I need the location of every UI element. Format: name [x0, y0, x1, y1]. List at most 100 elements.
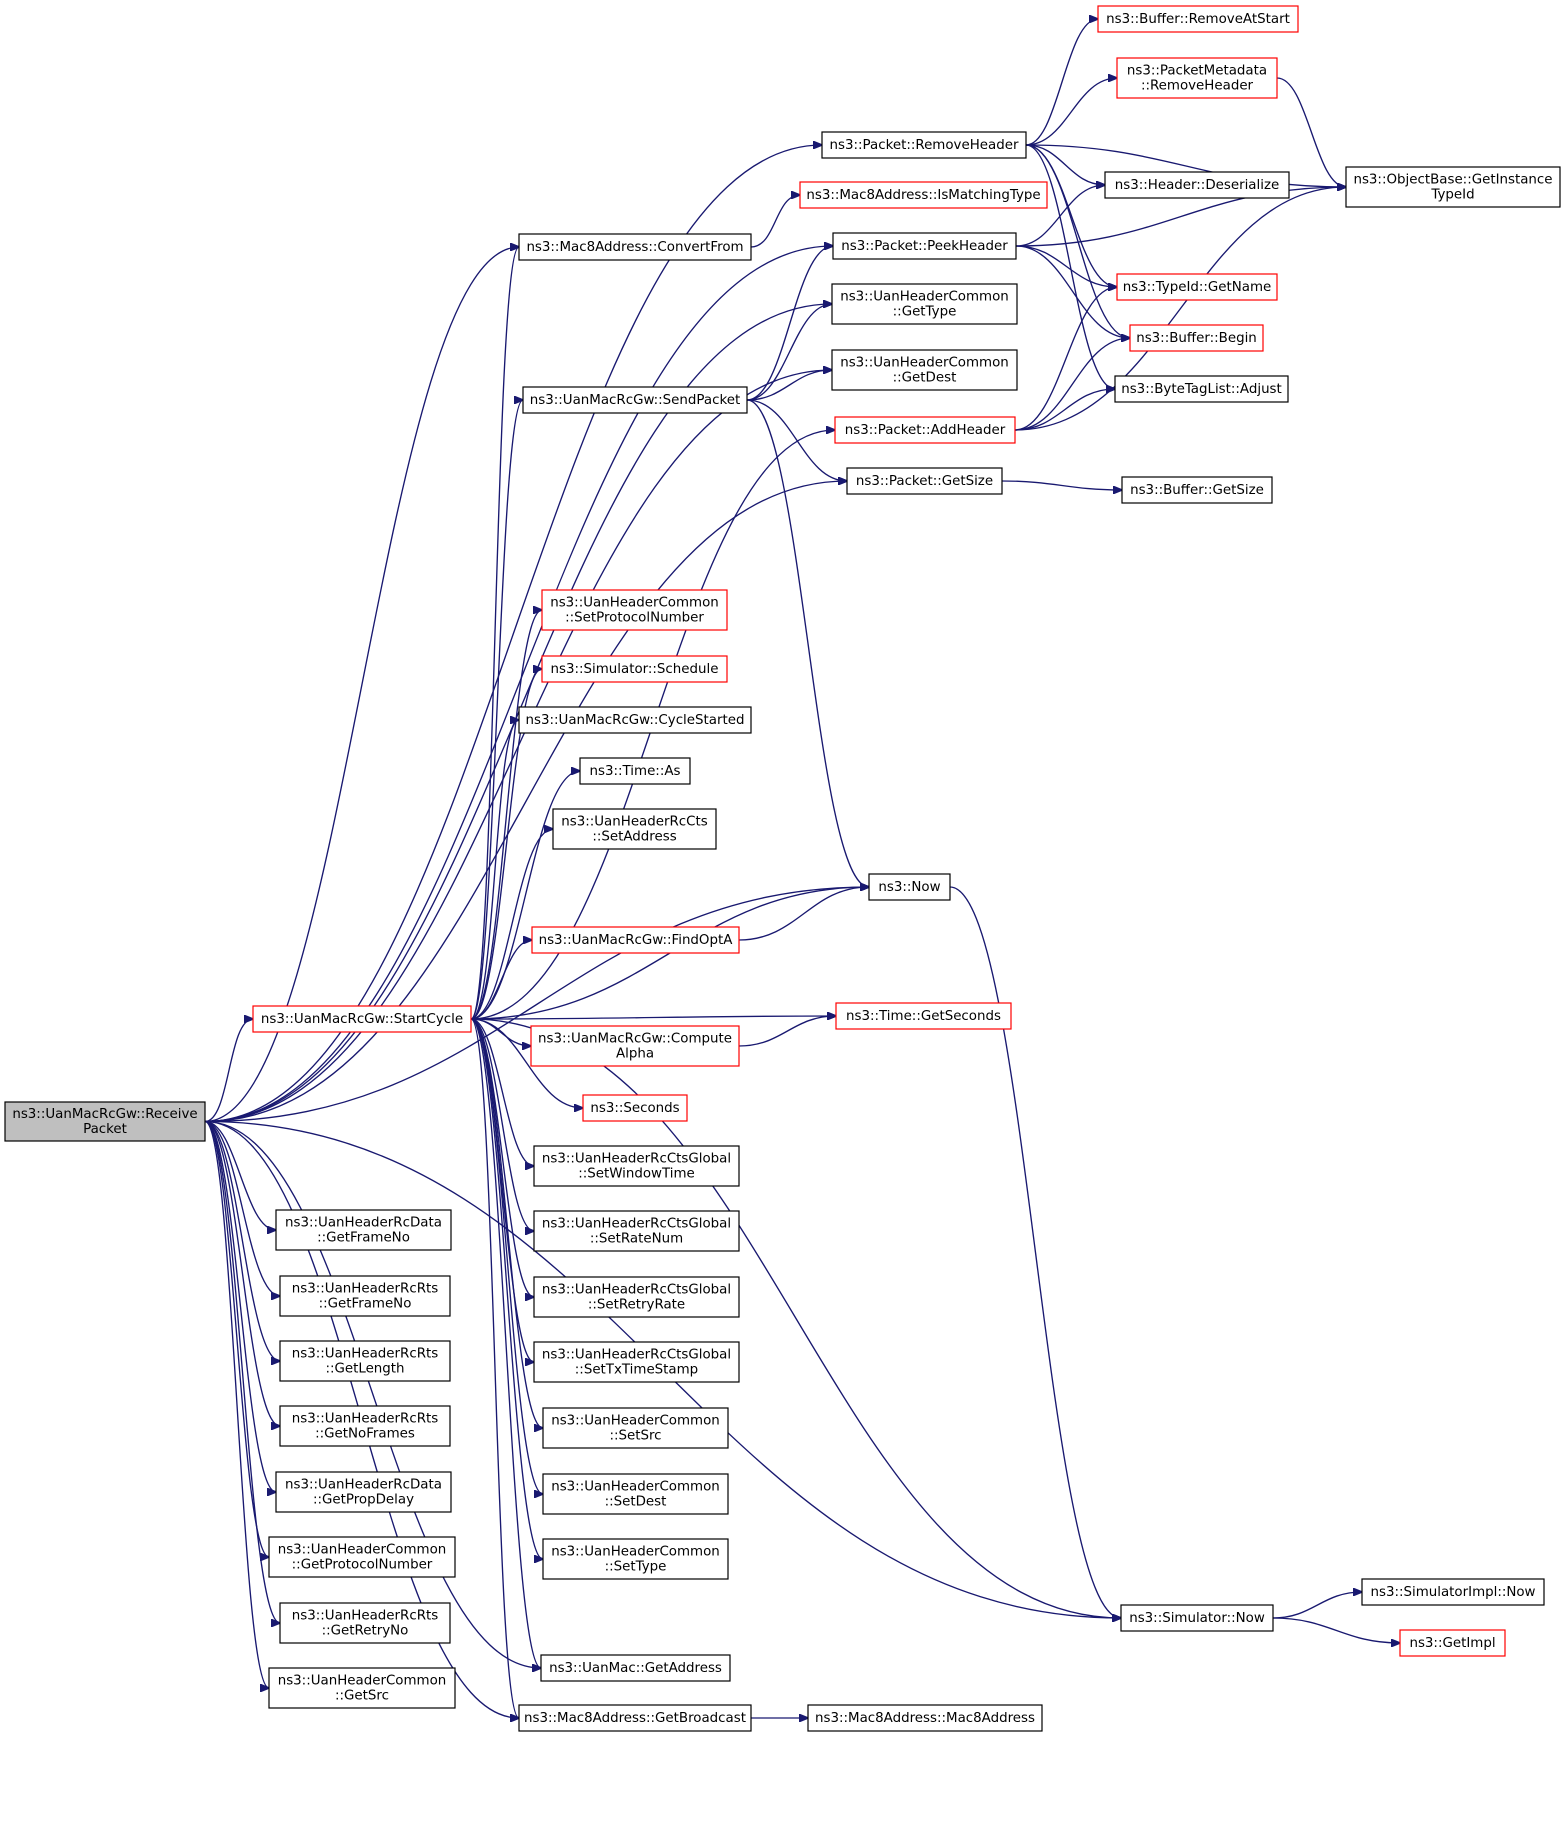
node-ns3-now[interactable]: ns3::Now — [868, 873, 951, 901]
node-label: ns3::UanHeaderCommon — [551, 1414, 720, 1429]
edge-receive_packet-to-uanhdrcommon_get_src — [204, 1120, 269, 1689]
node-label: ns3::UanHeaderCommon — [278, 1543, 447, 1558]
edge-receive_packet-to-uanmac_get_address — [204, 1120, 541, 1669]
node-rcrts-get-length[interactable]: ns3::UanHeaderRcRts::GetLength — [279, 1340, 451, 1382]
node-label: ::GetFrameNo — [319, 1297, 412, 1312]
node-label: ns3::UanMacRcGw::Receive — [12, 1107, 197, 1122]
node-label: ns3::Header::Deserialize — [1115, 178, 1279, 193]
node-rcdata-get-frame-no[interactable]: ns3::UanHeaderRcData::GetFrameNo — [275, 1209, 452, 1251]
edge-receive_packet-to-mac8_convert_from — [204, 247, 519, 1123]
node-label: ns3::UanHeaderCommon — [551, 1480, 720, 1495]
node-send-packet[interactable]: ns3::UanMacRcGw::SendPacket — [522, 386, 748, 414]
node-packetmetadata-remove-header[interactable]: ns3::PacketMetadata::RemoveHeader — [1116, 57, 1278, 99]
node-uanhdrcommon-get-dest[interactable]: ns3::UanHeaderCommon::GetDest — [831, 349, 1018, 391]
node-ctsglobal-set-window-time[interactable]: ns3::UanHeaderRcCtsGlobal::SetWindowTime — [533, 1145, 740, 1187]
node-simulator-schedule[interactable]: ns3::Simulator::Schedule — [541, 655, 728, 683]
node-box — [275, 1209, 452, 1251]
node-label: ns3::Time::GetSeconds — [846, 1009, 1001, 1024]
node-label: ns3::UanHeaderRcCtsGlobal — [542, 1283, 731, 1298]
node-ctsglobal-set-rate-num[interactable]: ns3::UanHeaderRcCtsGlobal::SetRateNum — [533, 1210, 740, 1252]
node-box — [252, 1005, 472, 1033]
node-box — [533, 1145, 740, 1187]
node-box — [552, 808, 717, 850]
edge-start_cycle-to-find_opt_a — [470, 940, 532, 1020]
node-label: ns3::ByteTagList::Adjust — [1121, 382, 1282, 397]
node-typeid-get-name[interactable]: ns3::TypeId::GetName — [1116, 273, 1278, 301]
node-label: ns3::UanHeaderRcCtsGlobal — [542, 1217, 731, 1232]
node-rcdata-get-prop-delay[interactable]: ns3::UanHeaderRcData::GetPropDelay — [275, 1471, 452, 1513]
node-bytetaglist-adjust[interactable]: ns3::ByteTagList::Adjust — [1114, 375, 1289, 403]
node-simulator-now[interactable]: ns3::Simulator::Now — [1120, 1604, 1274, 1632]
edge-start_cycle-to-uanhdrcommon_set_dest — [470, 1018, 543, 1494]
node-box — [518, 706, 752, 734]
edge-compute_alpha-to-time_get_seconds — [738, 1016, 836, 1047]
node-label: ns3::UanMacRcGw::SendPacket — [530, 393, 740, 408]
node-mac8-get-broadcast[interactable]: ns3::Mac8Address::GetBroadcast — [518, 1704, 752, 1732]
edge-send_packet-to-packet_peek_header — [746, 246, 833, 401]
node-box — [1129, 324, 1264, 352]
node-ns3-seconds[interactable]: ns3::Seconds — [582, 1094, 688, 1122]
node-uanhdrcommon-set-type[interactable]: ns3::UanHeaderCommon::SetType — [542, 1538, 729, 1580]
edge-packet_peek_header-to-header_deserialize — [1015, 185, 1105, 247]
node-get-impl[interactable]: ns3::GetImpl — [1399, 1629, 1506, 1657]
node-label: ns3::Mac8Address::GetBroadcast — [524, 1711, 746, 1726]
node-mac8-convert-from[interactable]: ns3::Mac8Address::ConvertFrom — [518, 233, 752, 261]
node-uanmac-get-address[interactable]: ns3::UanMac::GetAddress — [540, 1654, 731, 1682]
node-simulatorimpl-now[interactable]: ns3::SimulatorImpl::Now — [1361, 1578, 1545, 1606]
node-mac8-is-matching-type[interactable]: ns3::Mac8Address::IsMatchingType — [799, 181, 1048, 209]
edge-packet_remove_header-to-packetmetadata_remove_header — [1025, 78, 1117, 146]
node-time-get-seconds[interactable]: ns3::Time::GetSeconds — [835, 1002, 1012, 1030]
node-label: ::GetFrameNo — [317, 1231, 410, 1246]
node-find-opt-a[interactable]: ns3::UanMacRcGw::FindOptA — [531, 926, 740, 954]
node-uanhdrcommon-set-src[interactable]: ns3::UanHeaderCommon::SetSrc — [542, 1407, 729, 1449]
node-ctsglobal-set-retry-rate[interactable]: ns3::UanHeaderRcCtsGlobal::SetRetryRate — [533, 1276, 740, 1318]
node-packet-get-size[interactable]: ns3::Packet::GetSize — [846, 467, 1003, 495]
edge-ns3_now-to-simulator_now — [949, 886, 1121, 1618]
node-buffer-begin[interactable]: ns3::Buffer::Begin — [1129, 324, 1264, 352]
node-packet-peek-header[interactable]: ns3::Packet::PeekHeader — [832, 232, 1017, 260]
edge-start_cycle-to-uanhdrcommon_set_protocol_number — [470, 610, 542, 1020]
node-start-cycle[interactable]: ns3::UanMacRcGw::StartCycle — [252, 1005, 472, 1033]
node-label: ::SetRetryRate — [588, 1298, 685, 1313]
node-uanhdrcommon-get-type[interactable]: ns3::UanHeaderCommon::GetType — [831, 283, 1018, 325]
node-uanhdrcommon-set-protocol-number[interactable]: ns3::UanHeaderCommon::SetProtocolNumber — [541, 589, 728, 631]
edge-packet_peek_header-to-objectbase_get_instance_typeid — [1015, 187, 1346, 247]
edge-simulator_now-to-get_impl — [1272, 1617, 1400, 1643]
node-buffer-get-size[interactable]: ns3::Buffer::GetSize — [1121, 476, 1273, 504]
node-label: ::GetSrc — [335, 1689, 389, 1704]
edge-receive_packet-to-rcrts_get_retry_no — [204, 1120, 280, 1624]
node-label: ns3::PacketMetadata — [1127, 64, 1267, 79]
node-label: ::SetTxTimeStamp — [575, 1363, 698, 1378]
edge-packet_add_header-to-typeid_get_name — [1014, 287, 1117, 431]
node-packet-remove-header[interactable]: ns3::Packet::RemoveHeader — [821, 131, 1027, 159]
edge-receive_packet-to-rcdata_get_frame_no — [204, 1120, 276, 1231]
node-label: ::SetSrc — [609, 1429, 661, 1444]
node-time-as[interactable]: ns3::Time::As — [579, 757, 691, 785]
node-header-deserialize[interactable]: ns3::Header::Deserialize — [1104, 171, 1290, 199]
node-ctsglobal-set-tx-timestamp[interactable]: ns3::UanHeaderRcCtsGlobal::SetTxTimeStam… — [533, 1341, 740, 1383]
edge-receive_packet-to-packet_peek_header — [204, 246, 833, 1123]
node-rcrts-get-retry-no[interactable]: ns3::UanHeaderRcRts::GetRetryNo — [279, 1602, 451, 1644]
node-uanhdrcommon-set-dest[interactable]: ns3::UanHeaderCommon::SetDest — [542, 1473, 729, 1515]
edge-packet_remove_header-to-bytetaglist_adjust — [1025, 144, 1115, 389]
node-box — [834, 416, 1016, 444]
node-rcrts-get-no-frames[interactable]: ns3::UanHeaderRcRts::GetNoFrames — [279, 1405, 451, 1447]
node-label: ::SetType — [605, 1560, 667, 1575]
node-cycle-started[interactable]: ns3::UanMacRcGw::CycleStarted — [518, 706, 752, 734]
edge-start_cycle-to-uanhdrcommon_set_type — [470, 1018, 543, 1559]
node-buffer-remove-at-start[interactable]: ns3::Buffer::RemoveAtStart — [1097, 5, 1299, 33]
node-mac8-address-ctor[interactable]: ns3::Mac8Address::Mac8Address — [807, 1704, 1043, 1732]
node-rcrts-get-frame-no[interactable]: ns3::UanHeaderRcRts::GetFrameNo — [279, 1275, 451, 1317]
node-uanhdrcommon-get-src[interactable]: ns3::UanHeaderCommon::GetSrc — [268, 1667, 456, 1709]
edge-start_cycle-to-simulator_schedule — [470, 669, 542, 1020]
node-box — [1116, 273, 1278, 301]
node-packet-add-header[interactable]: ns3::Packet::AddHeader — [834, 416, 1016, 444]
edge-simulator_now-to-simulatorimpl_now — [1272, 1592, 1362, 1619]
node-uanhdrrccts-set-address[interactable]: ns3::UanHeaderRcCts::SetAddress — [552, 808, 717, 850]
node-uanhdrcommon-get-protocol-number[interactable]: ns3::UanHeaderCommon::GetProtocolNumber — [268, 1536, 456, 1578]
node-box — [1345, 166, 1561, 208]
